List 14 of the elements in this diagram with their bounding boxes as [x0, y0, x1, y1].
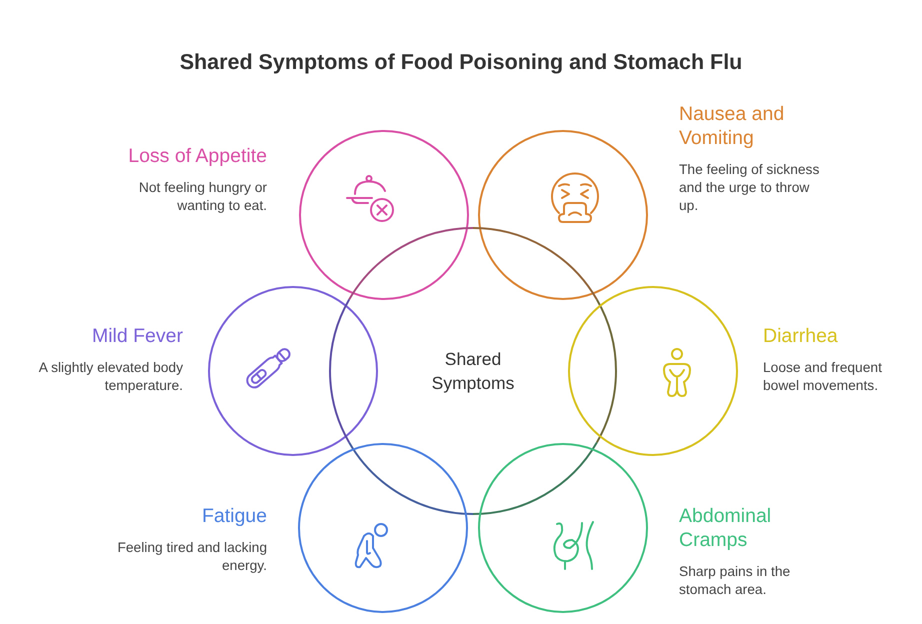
symptom-description: Not feeling hungry or wanting to eat.	[138, 179, 267, 215]
symptom-heading: Mild Fever	[90, 324, 183, 348]
symptom-description: Sharp pains in the stomach area.	[679, 563, 792, 599]
center-label: Shared Symptoms	[430, 348, 516, 395]
symptom-description: Loose and frequent bowel movements.	[763, 359, 883, 395]
symptom-description: Feeling tired and lacking energy.	[116, 539, 267, 575]
symptom-heading: Abdominal Cramps	[679, 504, 772, 552]
symptom-heading: Nausea and Vomiting	[679, 102, 786, 150]
symptom-heading: Fatigue	[200, 504, 267, 528]
symptom-description: A slightly elevated body temperature.	[38, 359, 183, 395]
symptom-description: The feeling of sickness and the urge to throw up.	[679, 161, 820, 215]
symptom-heading: Loss of Appetite	[127, 144, 267, 168]
diagram-title: Shared Symptoms of Food Poisoning and Stomach Flu	[178, 50, 744, 75]
symptom-heading: Diarrhea	[763, 324, 839, 348]
